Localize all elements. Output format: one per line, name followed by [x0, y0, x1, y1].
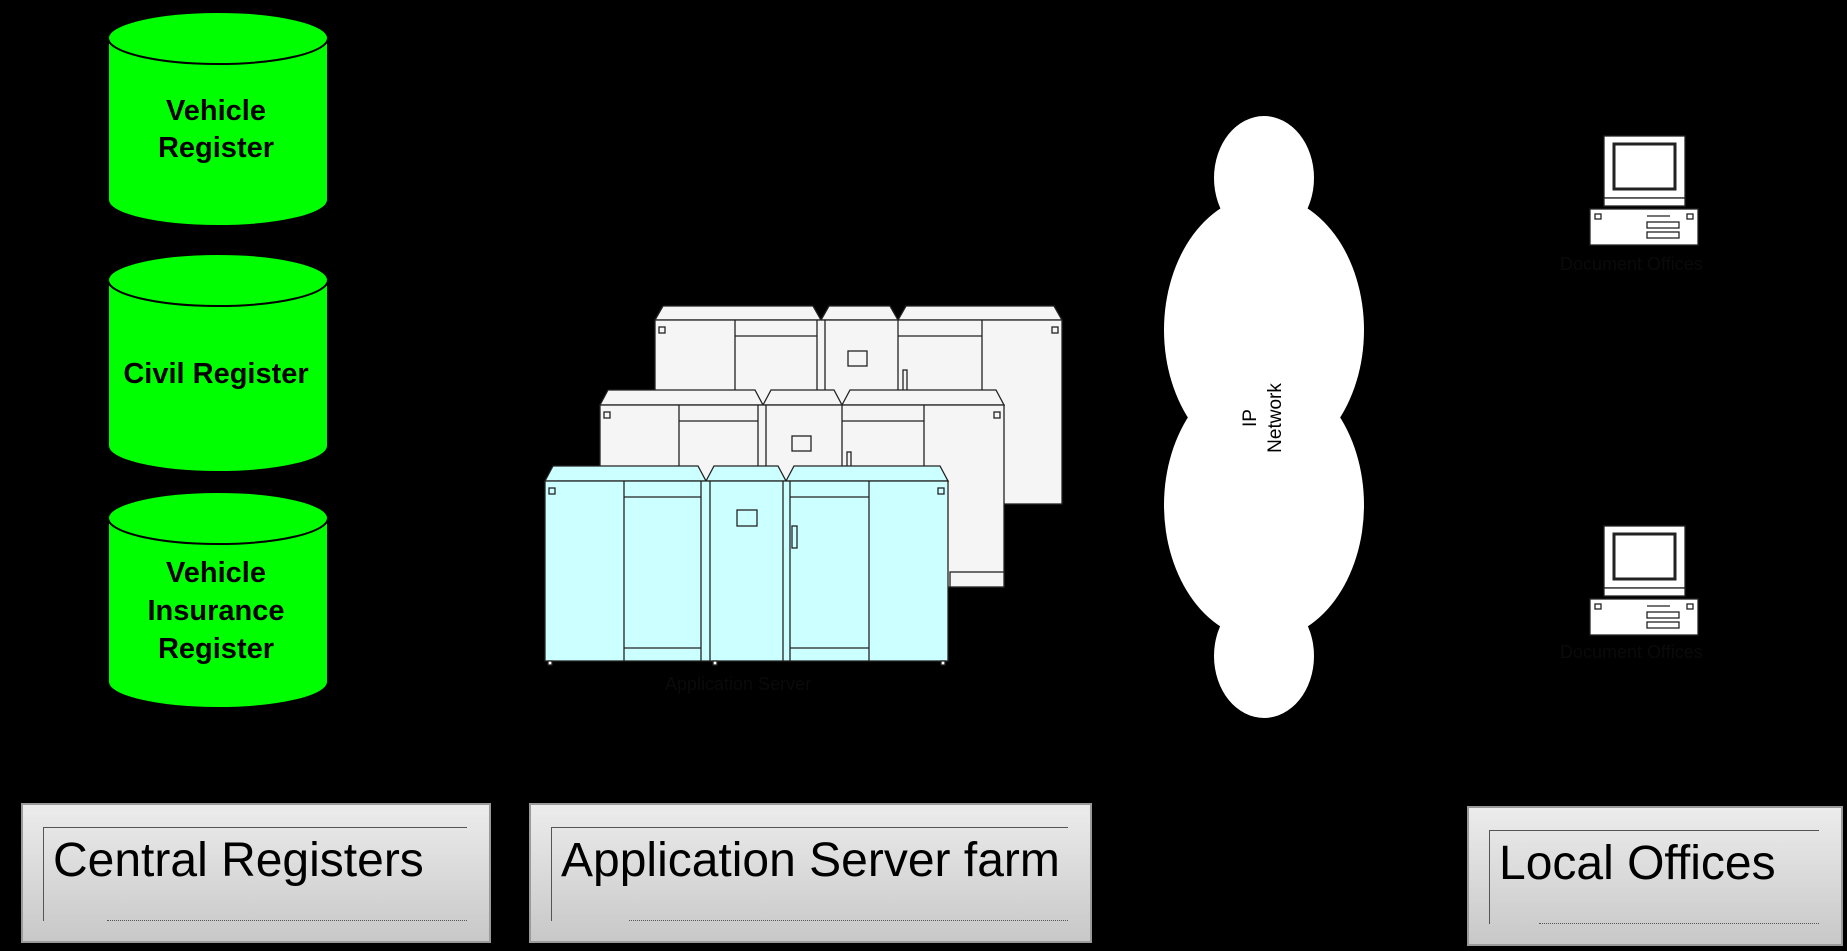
- db-label-line: Register: [158, 633, 274, 665]
- panel-frame: [551, 827, 1069, 921]
- server-rack-front: [543, 465, 950, 666]
- db-label-line: Vehicle: [166, 557, 266, 589]
- panel-application-server-farm: Application Server farm: [529, 803, 1092, 943]
- panel-title: Local Offices: [1499, 837, 1776, 890]
- application-server-icon: Application Server: [543, 305, 1064, 694]
- db-label-line: Vehicle: [166, 95, 266, 127]
- ip-network-cloud: IP Network: [1164, 116, 1364, 718]
- database-vehicle-insurance-register: Vehicle Insurance Register: [107, 491, 329, 709]
- panel-local-offices: Local Offices: [1467, 806, 1843, 946]
- network-label-ip: IP: [1240, 409, 1261, 427]
- panel-frame: [43, 827, 468, 921]
- database-vehicle-register: Vehicle Register: [107, 11, 329, 227]
- panel-frame: [1489, 830, 1820, 924]
- network-label-network: Network: [1265, 383, 1286, 453]
- panel-title: Application Server farm: [561, 834, 1060, 887]
- office-computer-icon: Document Offices: [1560, 525, 1703, 662]
- server-label: Application Server: [665, 674, 811, 694]
- office-computer-icon: Document Offices: [1560, 135, 1703, 274]
- db-label-line: Insurance: [148, 595, 285, 627]
- database-civil-register: Civil Register: [107, 253, 329, 473]
- panel-title: Central Registers: [53, 834, 424, 887]
- office-label: Document Offices: [1560, 254, 1703, 274]
- db-label-line: Civil Register: [123, 358, 308, 390]
- db-label-line: Register: [158, 132, 274, 164]
- office-label: Document Offices: [1560, 642, 1703, 662]
- panel-central-registers: Central Registers: [21, 803, 491, 943]
